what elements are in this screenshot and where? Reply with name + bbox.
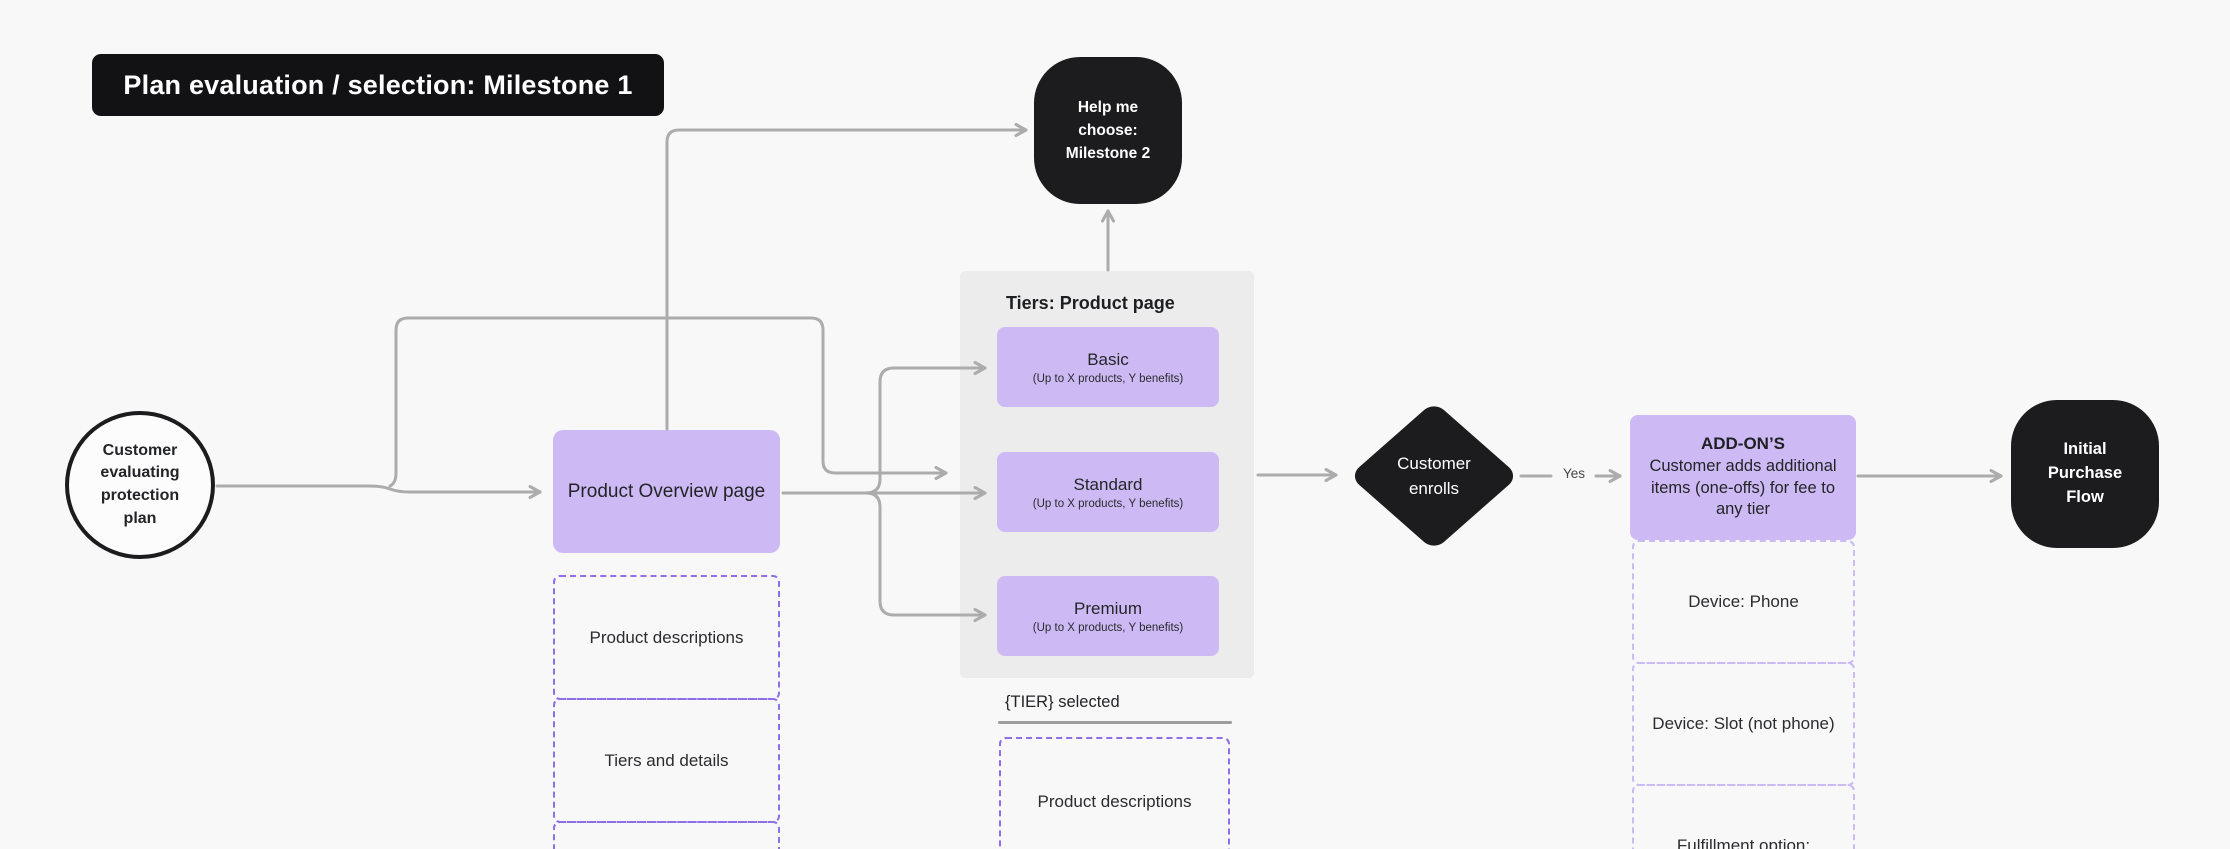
start-node-label: Customer evaluating protection plan xyxy=(100,441,180,527)
flow-title: Plan evaluation / selection: Milestone 1 xyxy=(123,69,633,100)
tier-detail: (Up to X products, Y benefits) xyxy=(1032,372,1184,385)
tier-card-standard[interactable]: Standard (Up to X products, Y benefits) xyxy=(997,452,1219,532)
overview-detail-item[interactable]: Tiers and details xyxy=(553,698,780,823)
start-node[interactable]: Customer evaluating protection plan xyxy=(65,411,215,559)
addon-option-label: Device: Slot (not phone) xyxy=(1652,714,1835,733)
tier-selected-underline xyxy=(998,721,1232,724)
tier-name: Standard xyxy=(1073,474,1143,494)
tier-selected-label: {TIER} selected xyxy=(1005,693,1120,711)
overview-detail-label: Tiers and details xyxy=(604,750,729,770)
addon-option-label: Fulfillment option: xyxy=(1676,836,1811,849)
overview-node[interactable]: Product Overview page xyxy=(553,430,780,553)
end-node[interactable]: Initial Purchase Flow xyxy=(2011,400,2159,548)
flow-title-chip[interactable]: Plan evaluation / selection: Milestone 1 xyxy=(92,54,664,116)
connector-start-to-overview[interactable] xyxy=(215,484,542,499)
tier-card-basic[interactable]: Basic (Up to X products, Y benefits) xyxy=(997,327,1219,407)
addon-option-label: Device: Phone xyxy=(1688,592,1799,611)
addons-node[interactable]: ADD-ON’S Customer adds additional items … xyxy=(1630,415,1856,540)
end-node-label: Initial Purchase Flow xyxy=(2047,440,2123,506)
tiers-panel[interactable]: Tiers: Product page Basic (Up to X produ… xyxy=(960,271,1254,678)
tier-card-premium[interactable]: Premium (Up to X products, Y benefits) xyxy=(997,576,1219,656)
overview-detail-item[interactable]: Product descriptions xyxy=(553,575,780,700)
tier-detail: (Up to X products, Y benefits) xyxy=(1032,621,1184,634)
addons-title: ADD-ON’S xyxy=(1700,433,1786,453)
addons-body: Customer adds additional items (one-offs… xyxy=(1649,456,1837,519)
tier-name: Premium xyxy=(1073,598,1142,618)
tier-name: Basic xyxy=(1087,349,1129,369)
yes-edge-label: Yes xyxy=(1562,466,1586,481)
addon-option-item[interactable]: Device: Slot (not phone) xyxy=(1632,662,1855,786)
tiers-panel-title: Tiers: Product page xyxy=(1006,293,1175,313)
overview-node-label: Product Overview page xyxy=(567,480,766,502)
enroll-decision-node[interactable]: Customer enrolls xyxy=(1349,401,1519,551)
tier-selected-detail-item[interactable]: Product descriptions xyxy=(999,737,1230,849)
addon-option-item[interactable]: Fulfillment option: xyxy=(1632,784,1855,849)
help-node-label: Help me choose: Milestone 2 xyxy=(1065,98,1151,163)
tier-detail: (Up to X products, Y benefits) xyxy=(1032,497,1184,510)
overview-detail-label: Product descriptions xyxy=(589,627,744,647)
tier-selected-detail-label: Product descriptions xyxy=(1037,792,1192,811)
overview-detail-item[interactable] xyxy=(553,821,780,849)
help-node[interactable]: Help me choose: Milestone 2 xyxy=(1034,57,1182,204)
addon-option-item[interactable]: Device: Phone xyxy=(1632,540,1855,664)
enroll-decision-label: Customer enrolls xyxy=(1397,453,1471,499)
